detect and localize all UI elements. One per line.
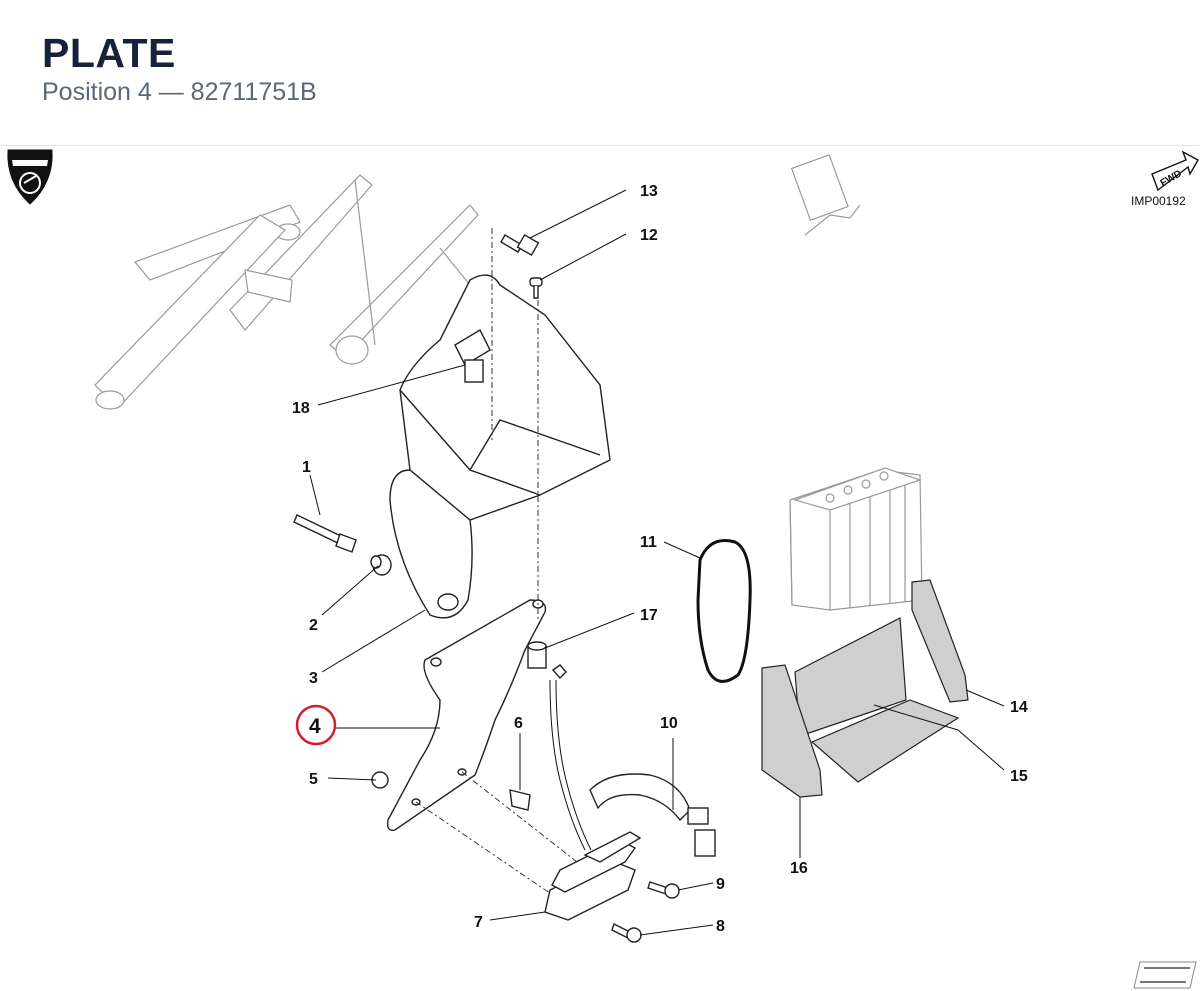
part-9-screw <box>647 881 680 899</box>
callout-12[interactable]: 12 <box>640 227 658 244</box>
callout-13[interactable]: 13 <box>640 183 658 200</box>
exploded-parts-diagram: FWD <box>7 149 1199 989</box>
part-16-pad <box>761 664 823 798</box>
page-title: PLATE <box>42 30 176 76</box>
alignment-axis-lower-2 <box>461 771 601 881</box>
callout-6[interactable]: 6 <box>514 715 523 732</box>
frame-outline <box>94 174 521 410</box>
wire-harness <box>549 664 716 857</box>
part-6-clip <box>509 789 531 811</box>
callout-10[interactable]: 10 <box>660 715 678 732</box>
part-14-pad <box>911 579 969 703</box>
selected-callout-ring[interactable] <box>295 704 337 746</box>
part-subtitle: Position 4 — 82711751B <box>42 78 317 106</box>
callout-16[interactable]: 16 <box>790 860 808 877</box>
callout-labels: 1 2 3 4 5 6 7 8 9 10 11 12 13 14 15 16 1… <box>292 183 1028 935</box>
callout-11[interactable]: 11 <box>640 534 657 551</box>
softway-watermark <box>1133 961 1197 989</box>
part-13-bolt <box>500 233 540 257</box>
callout-3[interactable]: 3 <box>309 670 318 687</box>
part-8-screw <box>611 923 642 943</box>
part-17-spacer <box>527 641 547 669</box>
callout-15[interactable]: 15 <box>1010 768 1028 785</box>
callout-18[interactable]: 18 <box>292 400 310 417</box>
callout-17[interactable]: 17 <box>640 607 658 624</box>
leader-lines <box>309 189 1005 936</box>
part-12-screw <box>529 277 543 299</box>
part-2-bushing <box>370 554 392 576</box>
callout-14[interactable]: 14 <box>1010 699 1028 716</box>
part-1-pin <box>293 514 357 553</box>
part-18-tray <box>399 274 611 521</box>
callout-4[interactable]: 4 <box>309 715 321 738</box>
callout-9[interactable]: 9 <box>716 876 725 893</box>
callout-1[interactable]: 1 <box>302 459 311 476</box>
callout-2[interactable]: 2 <box>309 617 318 634</box>
battery-outline <box>789 154 1002 611</box>
part-7-regulator <box>544 831 642 921</box>
alignment-axis-lower <box>415 801 561 901</box>
callout-8[interactable]: 8 <box>716 918 725 935</box>
image-code: IMP00192 <box>1131 194 1186 208</box>
part-11-seal-ring <box>696 539 752 683</box>
callout-5[interactable]: 5 <box>309 771 318 788</box>
ducati-corse-logo <box>7 149 53 205</box>
part-3-bracket <box>389 469 473 619</box>
page-header: PLATE Position 4 — 82711751B <box>0 0 1200 146</box>
fwd-direction-icon: FWD <box>1151 150 1199 192</box>
callout-7[interactable]: 7 <box>474 914 483 931</box>
